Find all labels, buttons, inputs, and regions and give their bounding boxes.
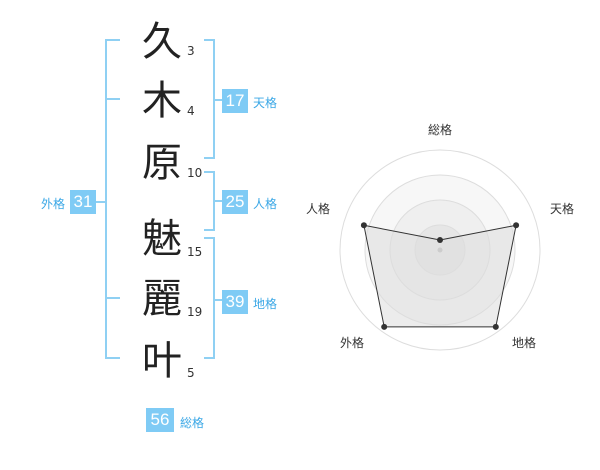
gai-label: 外格 bbox=[41, 197, 66, 211]
radar-point-3 bbox=[381, 323, 388, 330]
stroke-count-5: 19 bbox=[187, 305, 203, 319]
chi-label: 地格 bbox=[253, 297, 278, 311]
kanji-1: 久 bbox=[142, 19, 182, 65]
stroke-count-1: 3 bbox=[187, 44, 195, 58]
chi-bracket bbox=[204, 237, 215, 359]
radar-point-0 bbox=[437, 237, 443, 243]
radar-point-2 bbox=[492, 323, 499, 330]
radar-axis-label-gai: 外格 bbox=[339, 336, 364, 350]
kanji-3: 原 bbox=[142, 140, 182, 186]
stroke-count-2: 4 bbox=[187, 104, 195, 118]
gai-score-badge: 31 bbox=[70, 190, 96, 214]
radar-axis-label-jin: 人格 bbox=[305, 202, 330, 216]
ten-score-badge: 17 bbox=[222, 89, 248, 113]
radar-point-4 bbox=[360, 222, 367, 229]
radar-axis-label-ten: 天格 bbox=[549, 202, 574, 216]
stroke-count-4: 15 bbox=[187, 245, 203, 259]
radar-polygon bbox=[363, 224, 517, 328]
radar-axis-label-so: 総格 bbox=[427, 123, 452, 137]
stroke-count-6: 5 bbox=[187, 366, 195, 380]
so-score-badge: 56 bbox=[146, 408, 174, 432]
jin-label: 人格 bbox=[253, 197, 278, 211]
so-label: 総格 bbox=[180, 416, 205, 430]
radar-center bbox=[437, 247, 443, 253]
radar-axis-label-chi: 地格 bbox=[511, 336, 536, 350]
kanji-5: 麗 bbox=[142, 276, 182, 322]
jin-score-badge: 25 bbox=[222, 190, 248, 214]
kanji-4: 魅 bbox=[142, 216, 182, 262]
stroke-count-3: 10 bbox=[187, 166, 203, 180]
gai-bracket bbox=[105, 39, 120, 359]
ten-label: 天格 bbox=[253, 96, 278, 110]
radar-point-1 bbox=[513, 222, 520, 229]
kanji-6: 叶 bbox=[142, 338, 182, 384]
kanji-2: 木 bbox=[142, 78, 182, 124]
chi-score-badge: 39 bbox=[222, 290, 248, 314]
